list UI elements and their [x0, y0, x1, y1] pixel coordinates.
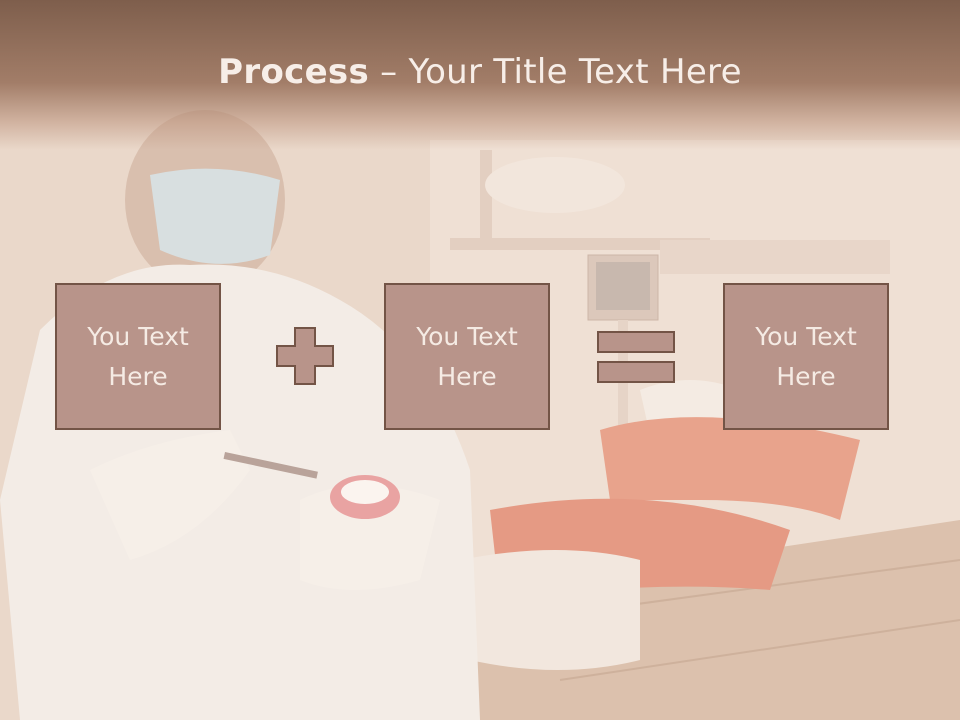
- title-band: [0, 0, 960, 150]
- text-box-3[interactable]: You Text Here: [723, 283, 889, 430]
- text-box-1[interactable]: You Text Here: [55, 283, 221, 430]
- text-box-2[interactable]: You Text Here: [384, 283, 550, 430]
- slide-title[interactable]: Process – Your Title Text Here: [0, 52, 960, 92]
- title-bold: Process: [218, 52, 370, 92]
- plus-icon: [276, 327, 334, 385]
- equals-icon: [597, 331, 675, 383]
- title-rest: – Your Title Text Here: [369, 52, 742, 92]
